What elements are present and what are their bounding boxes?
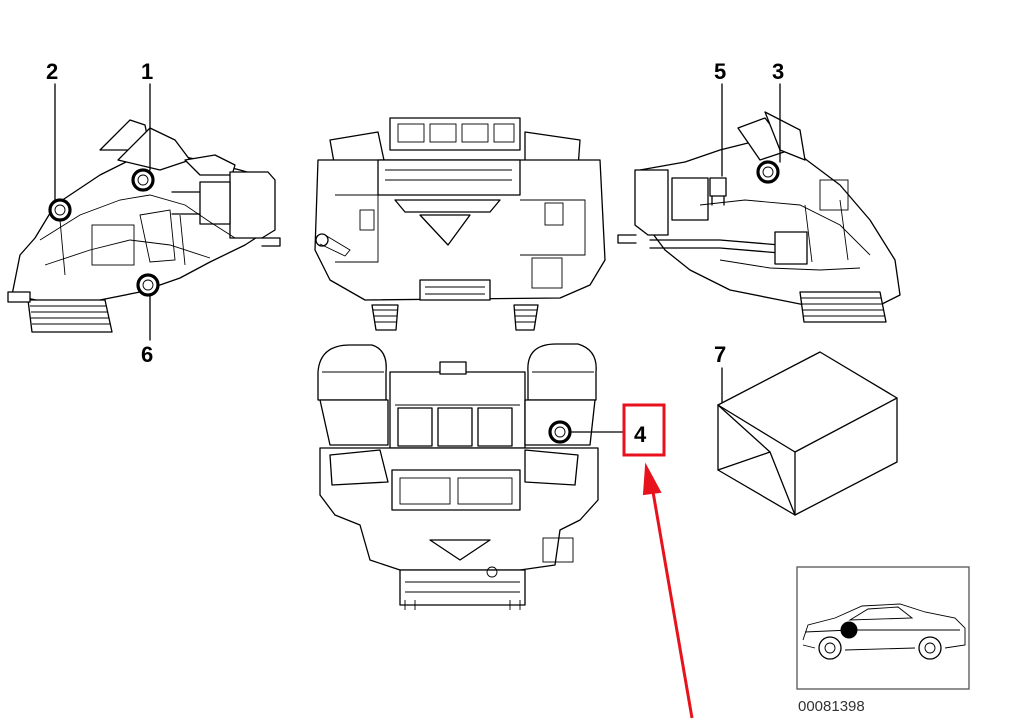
callout-4[interactable]: 4 — [634, 422, 647, 447]
heater-housing-rear-view — [317, 343, 599, 610]
callout-6: 6 — [141, 342, 153, 367]
callout-1: 1 — [141, 59, 153, 84]
heater-housing-left-view — [7, 119, 281, 333]
foam-pad-part-7 — [717, 351, 898, 516]
car-location-icon — [802, 603, 966, 660]
callout-3: 3 — [772, 59, 784, 84]
callout-2: 2 — [46, 59, 58, 84]
red-arrow-icon — [642, 462, 694, 719]
callout-5: 5 — [714, 59, 726, 84]
heater-housing-right-view — [617, 111, 901, 323]
car-location-inset — [796, 566, 970, 690]
diagram-code: 00081398 — [798, 698, 865, 715]
highlight-box-icon — [622, 403, 666, 457]
callout-7: 7 — [714, 342, 726, 367]
heater-housing-front-view — [314, 117, 606, 331]
